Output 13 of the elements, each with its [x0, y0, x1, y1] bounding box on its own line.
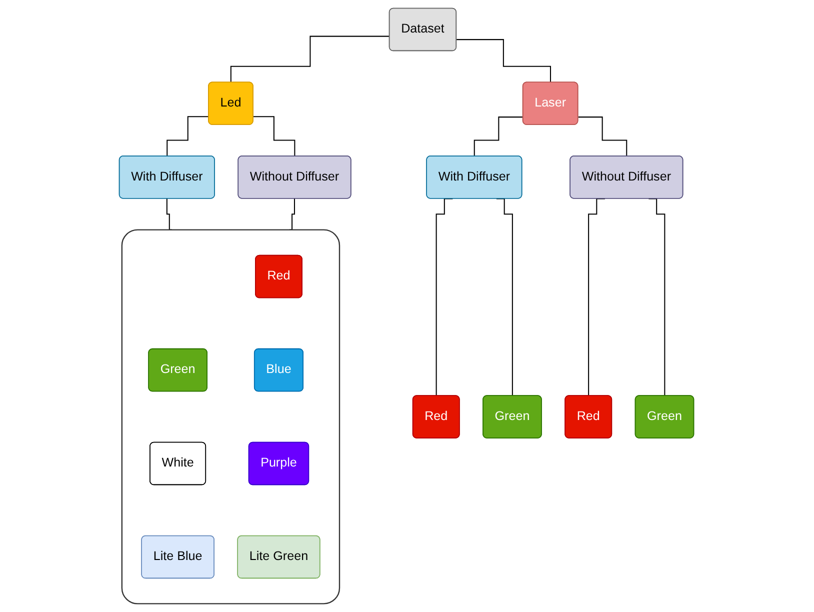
- connector: [290, 198, 296, 230]
- connector: [166, 198, 172, 230]
- connector: [496, 198, 514, 396]
- connector: [578, 116, 628, 157]
- connector: [254, 116, 296, 157]
- connector: [436, 198, 454, 396]
- connector: [588, 198, 606, 396]
- connector: [474, 116, 524, 157]
- cluster: [122, 229, 341, 604]
- connector: [230, 36, 390, 84]
- connector: [649, 198, 666, 396]
- connector: [457, 39, 552, 84]
- connector: [167, 116, 210, 157]
